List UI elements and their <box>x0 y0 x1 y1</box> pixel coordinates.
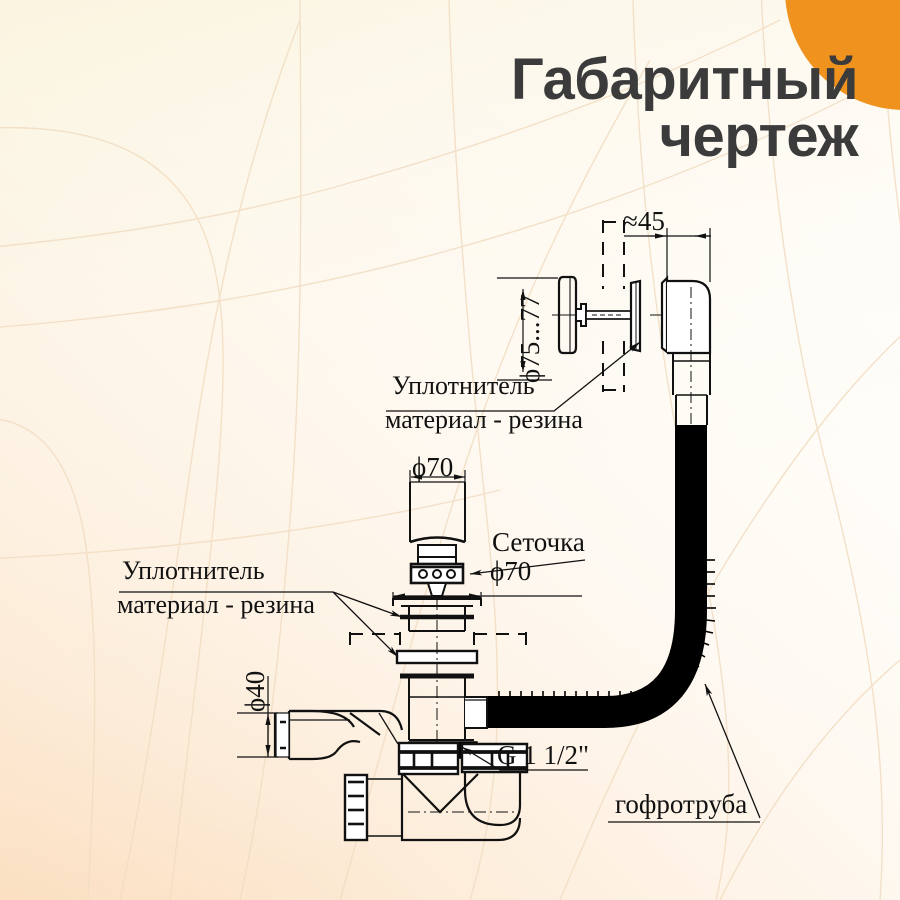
drain-cap <box>409 481 466 544</box>
overflow-screw <box>575 303 632 327</box>
dim-strainer-ref <box>392 592 582 600</box>
seal-top-label-line1: Уплотнитель <box>392 371 535 400</box>
corrugation-ribs <box>498 559 716 700</box>
dim-label-overflow-depth: ≈45 <box>623 206 665 236</box>
strainer <box>409 562 465 585</box>
bath-wall-section-bottom <box>602 341 625 392</box>
dim-overflow-depth <box>624 228 711 282</box>
bath-wall-section-top <box>602 220 625 289</box>
dim-label-overflow-diameter: ϕ75...77 <box>515 294 545 383</box>
leader-strainer <box>469 559 586 576</box>
overflow-elbow-body <box>660 275 712 425</box>
drain-cap-neck <box>417 544 457 565</box>
overflow-gasket-plate <box>629 279 642 353</box>
siphon-collar-left <box>397 741 460 776</box>
dim-drain-cap-diameter <box>409 470 466 484</box>
strainer-diameter-label: ϕ70 <box>490 556 532 586</box>
orange-accent-circle <box>785 0 900 110</box>
corrugated-pipe-label: гофротруба <box>615 789 748 819</box>
dim-outlet-diameter <box>237 676 278 758</box>
seal-middle-label-line1: Уплотнитель <box>122 556 265 585</box>
drain-horizontal-branch <box>465 696 488 729</box>
leader-seal-middle <box>119 591 403 658</box>
seal-middle-label-line2: материал - резина <box>117 590 315 619</box>
leader-thread <box>461 746 588 771</box>
dim-overflow-diameter <box>497 277 558 381</box>
bath-bottom-section <box>349 632 527 647</box>
siphon-elbow <box>289 709 404 745</box>
overflow-cover-plate <box>557 275 578 355</box>
siphon-outlet-pipe <box>273 709 381 761</box>
siphon-collar-right <box>460 742 529 774</box>
drain-plug-stem <box>426 582 448 597</box>
leader-seal-top <box>386 341 641 412</box>
siphon-end-cap <box>343 773 402 842</box>
dim-label-drain-cap: ϕ70 <box>412 452 454 482</box>
thread-label: G 1 1/2" <box>497 740 590 770</box>
dim-label-outlet-diameter: ϕ40 <box>240 670 270 712</box>
siphon-trap-bowl <box>400 772 522 842</box>
corrugated-pipe <box>487 425 716 728</box>
seal-top-label-line2: материал - резина <box>385 405 583 434</box>
leader-corrugated-pipe <box>608 683 761 823</box>
drain-body-lower <box>400 598 474 760</box>
strainer-label: Сеточка <box>492 527 585 557</box>
